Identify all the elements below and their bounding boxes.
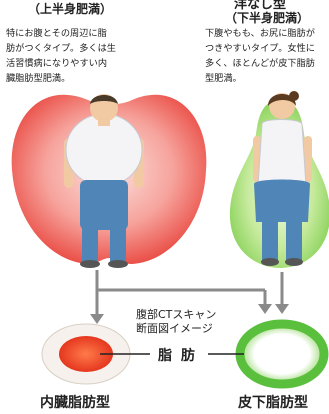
right-type-title: 洋なし型: [234, 0, 287, 12]
ct-visceral-core: [59, 336, 113, 372]
ct-caption: 腹部CTスキャン 断面図イメージ: [136, 308, 217, 335]
ct-subcutaneous-outer: [235, 319, 329, 389]
right-type-subtitle: （下半身肥満）: [225, 11, 310, 25]
fat-label: 脂 肪: [158, 348, 197, 364]
arrows: [95, 270, 284, 316]
left-type-subtitle: （上半身肥満）: [28, 2, 113, 16]
left-type-description: 特にお腹とその周辺に脂 肪がつくタイプ。多くは生 活習慣病になりやすい内 臓脂肪…: [6, 28, 116, 84]
subcutaneous-fat-type-label: 皮下脂肪型: [238, 395, 308, 411]
right-type-description: 下腹やもも、お尻に脂肪が つきやすいタイプ。女性に 多く、ほとんどが皮下脂肪 型…: [205, 28, 315, 84]
woman-figure: [253, 91, 312, 266]
man-figure: [64, 94, 144, 268]
visceral-fat-type-label: 内臓脂肪型: [40, 395, 110, 411]
